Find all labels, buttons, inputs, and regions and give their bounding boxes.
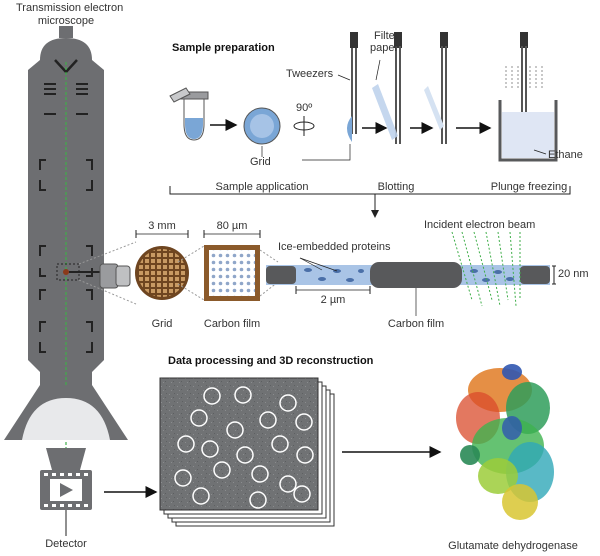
prep-grid-label: Grid xyxy=(250,156,271,168)
grid-detail xyxy=(135,230,279,301)
step-blotting: Blotting xyxy=(377,181,415,193)
play-icon xyxy=(60,483,73,497)
microscope-title-line2: microscope xyxy=(37,15,95,27)
tweezers-label: Tweezers xyxy=(286,68,334,80)
detector-label: Detector xyxy=(45,538,87,550)
ethane-label: Ethane xyxy=(548,149,583,161)
sample-prep-heading: Sample preparation xyxy=(172,42,275,54)
microscope xyxy=(4,26,128,536)
processing-heading: Data processing and 3D reconstruction xyxy=(168,355,374,367)
step-plunge-freezing: Plunge freezing xyxy=(490,181,568,193)
electron-beam-label: Incident electron beam xyxy=(424,219,536,231)
microscope-title-line1: Transmission electron xyxy=(16,2,124,14)
film-size-label: 80 µm xyxy=(216,220,248,232)
thickness-label: 20 nm xyxy=(558,268,589,280)
grid-label: Grid xyxy=(151,318,173,330)
ice-proteins-label: Ice-embedded proteins xyxy=(278,241,391,253)
grid-size-label: 3 mm xyxy=(148,220,176,232)
carbon-film-segment xyxy=(370,262,462,288)
carbon-film-grid-label: Carbon film xyxy=(203,318,261,330)
scale-2um-label: 2 µm xyxy=(320,294,346,306)
result-label: Glutamate dehydrogenase xyxy=(448,540,578,552)
step-sample-application: Sample application xyxy=(215,181,309,193)
micrograph-stack xyxy=(159,377,335,527)
ice-section xyxy=(266,231,556,316)
protein-structure xyxy=(456,364,554,520)
rotation-label: 90º xyxy=(296,102,313,114)
sample-prep xyxy=(169,32,571,218)
filter-paper-label-line2: paper xyxy=(370,42,399,54)
sample-holder xyxy=(78,241,137,305)
carbon-film-label: Carbon film xyxy=(387,318,445,330)
filter-paper-label-line1: Filter xyxy=(374,30,399,42)
